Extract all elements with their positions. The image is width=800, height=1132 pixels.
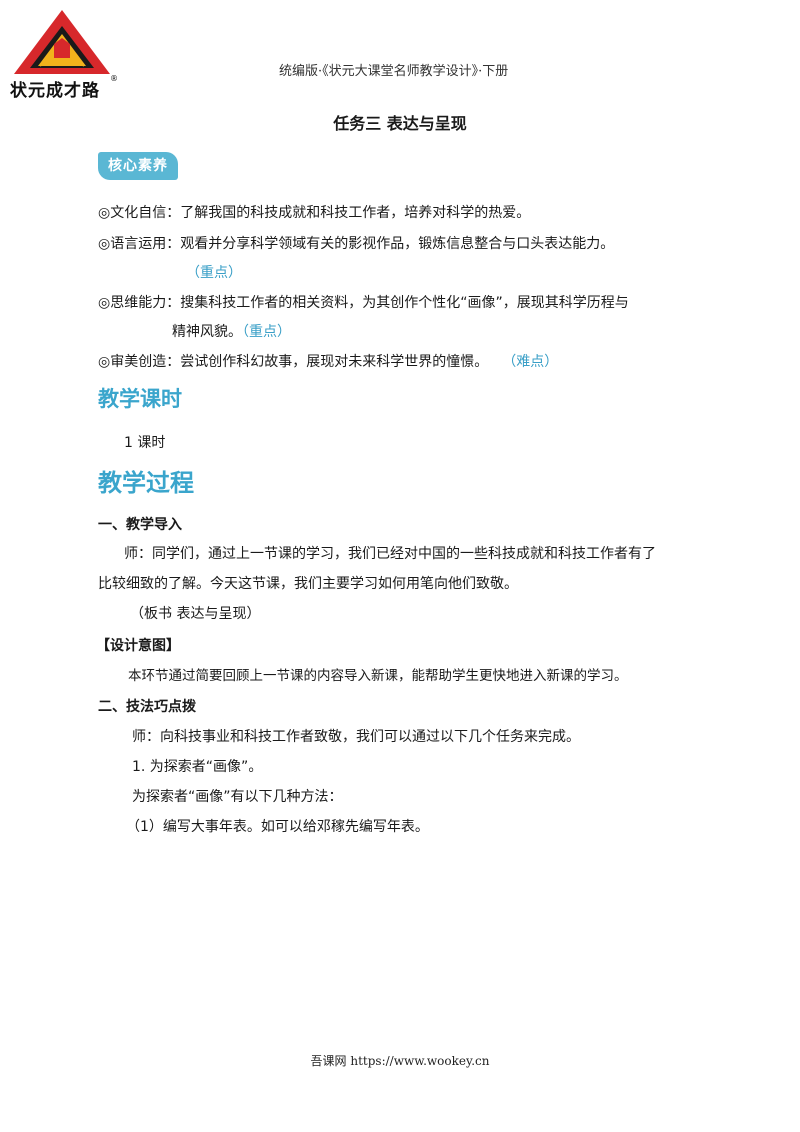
page-footer: 吾课网 https://www.wookey.cn	[310, 1054, 490, 1068]
logo-text: 状元成才路	[10, 81, 100, 101]
core-item-thinking-cont-text: 精神风貌。	[172, 324, 242, 340]
teaching-hours-heading: 教学课时	[98, 387, 182, 411]
core-item-thinking-cont: 精神风貌。（重点）	[172, 322, 291, 342]
section-2-paragraph-3: 为探索者“画像”有以下几种方法：	[132, 789, 343, 805]
logo-emblem-icon	[14, 10, 110, 74]
section-2-title: 二、技法巧点拨	[98, 699, 196, 715]
core-item-culture: ◎文化自信：了解我国的科技成就和科技工作者，培养对科学的热爱。	[98, 205, 531, 221]
section-1-paragraph-2: 比较细致的了解。今天这节课，我们主要学习如何用笔向他们致敬。	[98, 576, 518, 592]
section-2-paragraph-2: 1. 为探索者“画像”。	[132, 759, 263, 775]
section-2-paragraph-4: （1）编写大事年表。如可以给邓稼先编写年表。	[126, 819, 429, 835]
core-literacy-badge: 核心素养	[98, 152, 178, 180]
core-item-language: ◎语言运用：观看并分享科学领域有关的影视作品，锻炼信息整合与口头表达能力。	[98, 236, 615, 252]
logo-registered-mark: ®	[110, 74, 118, 83]
header-title: 统编版·《状元大课堂名师教学设计》·下册	[279, 64, 509, 79]
section-1-paragraph-1: 师：同学们，通过上一节课的学习，我们已经对中国的一些科技成就和科技工作者有了	[124, 546, 656, 562]
design-intent-title: 【设计意图】	[96, 638, 180, 654]
section-2-paragraph-1: 师：向科技事业和科技工作者致敬，我们可以通过以下几个任务来完成。	[132, 729, 580, 745]
teaching-process-heading: 教学过程	[98, 469, 194, 497]
core-item-thinking-tag: （重点）	[242, 324, 291, 340]
document-title: 任务三 表达与呈现	[333, 114, 467, 133]
core-item-thinking: ◎思维能力：搜集科技工作者的相关资料，为其创作个性化“画像”，展现其科学历程与	[98, 295, 629, 311]
section-1-title: 一、教学导入	[98, 517, 182, 533]
core-item-aesthetic-text: ◎审美创造：尝试创作科幻故事，展现对未来科学世界的憧憬。	[98, 354, 489, 370]
core-item-aesthetic: ◎审美创造：尝试创作科幻故事，展现对未来科学世界的憧憬。 （难点）	[98, 352, 558, 372]
design-intent-text: 本环节通过简要回顾上一节课的内容导入新课，能帮助学生更快地进入新课的学习。	[128, 668, 628, 684]
section-1-board-note: （板书 表达与呈现）	[130, 606, 261, 622]
teaching-hours-value: 1 课时	[124, 435, 166, 451]
core-item-language-tag: （重点）	[186, 265, 242, 281]
core-item-aesthetic-tag: （难点）	[502, 354, 559, 370]
